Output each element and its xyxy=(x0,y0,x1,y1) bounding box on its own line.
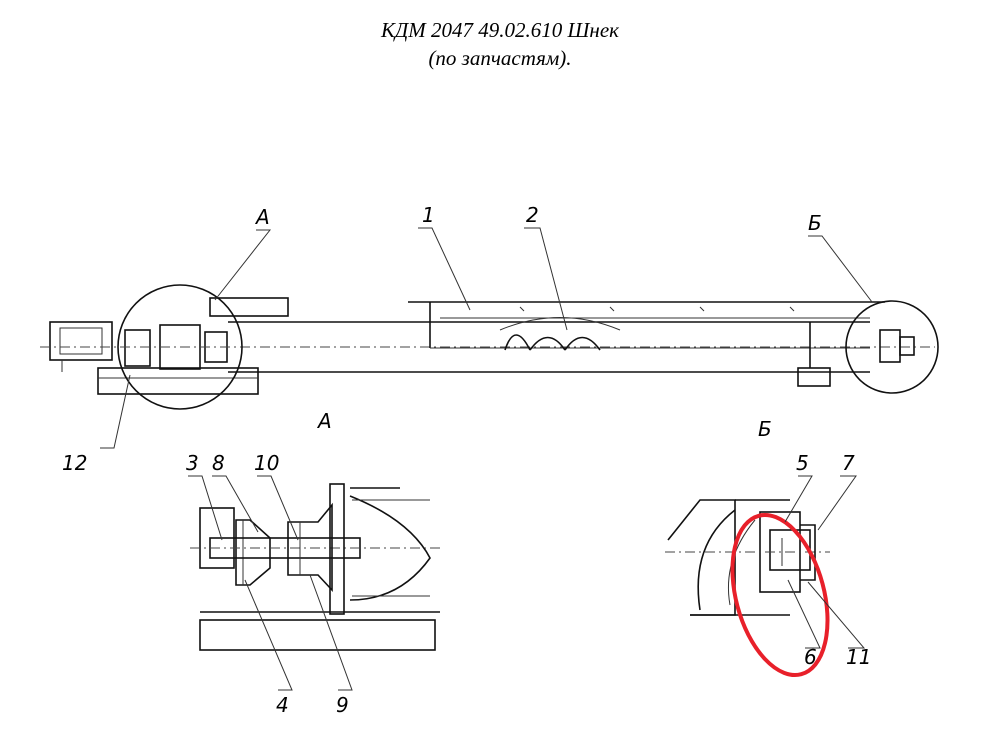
label-part-6: 6 xyxy=(804,645,817,669)
label-detail-a-caption: А xyxy=(316,409,332,433)
label-detail-a-marker: А xyxy=(254,205,270,229)
label-detail-b-marker: Б xyxy=(808,211,822,235)
label-part-9: 9 xyxy=(336,693,349,717)
label-part-2: 2 xyxy=(526,203,539,227)
label-part-7: 7 xyxy=(842,451,855,475)
label-part-5: 5 xyxy=(796,451,809,475)
motor-body xyxy=(49,321,113,361)
detail-b-view xyxy=(665,499,830,616)
label-part-4: 4 xyxy=(276,693,289,717)
label-part-11: 11 xyxy=(846,645,871,669)
drawing-title-line2: (по запчастям). xyxy=(428,46,572,70)
drive-frame xyxy=(97,367,259,395)
detail-circle-b xyxy=(845,300,939,394)
label-detail-b-caption: Б xyxy=(758,417,772,441)
label-part-10: 10 xyxy=(254,451,279,475)
label-part-3: 3 xyxy=(186,451,199,475)
highlight-ellipse xyxy=(730,512,830,678)
leader-lines xyxy=(100,227,873,691)
label-part-1: 1 xyxy=(422,203,435,227)
drawing-title-line1: КДМ 2047 49.02.610 Шнек xyxy=(380,18,619,42)
label-part-12: 12 xyxy=(62,451,87,475)
detail-a-view xyxy=(190,483,440,651)
detail-circle-a xyxy=(117,284,243,410)
main-assembly-view xyxy=(40,297,935,395)
label-part-8: 8 xyxy=(212,451,225,475)
